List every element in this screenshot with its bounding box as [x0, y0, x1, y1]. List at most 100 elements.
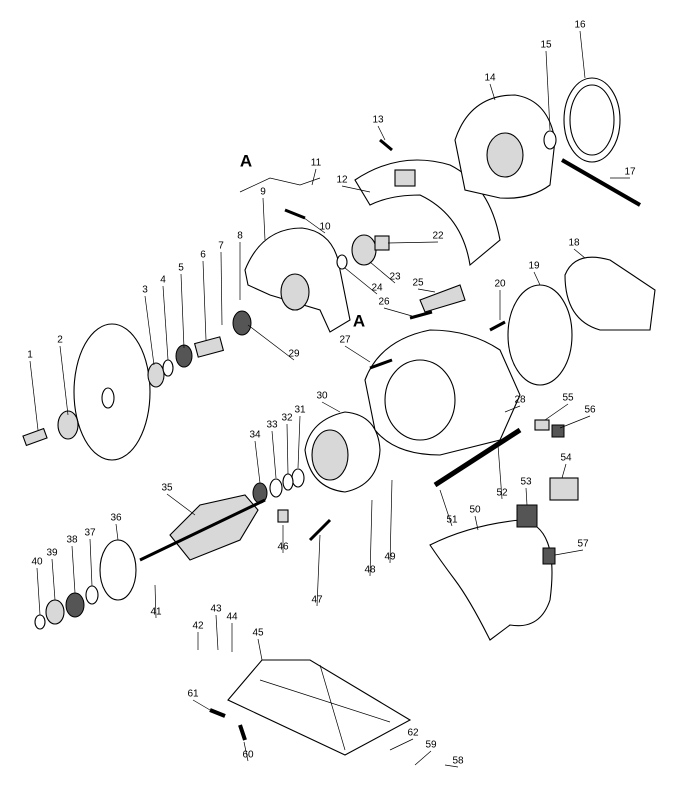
part-number-label: 29 [288, 349, 300, 360]
leader-line [29, 360, 39, 431]
part-number-label: 8 [237, 231, 243, 242]
leader-line [297, 415, 301, 469]
part-number-label: 12 [336, 175, 348, 186]
part-number-label: 31 [294, 405, 306, 416]
part-number-label: 40 [31, 557, 43, 568]
part-number-label: 59 [425, 740, 437, 751]
leader-line [387, 241, 439, 244]
guard-hub [280, 273, 310, 311]
part-number-label: 37 [84, 528, 96, 539]
name-plate [419, 284, 466, 313]
part-number-label: 2 [57, 335, 63, 346]
base-plate [227, 659, 412, 756]
bearing-29 [232, 310, 252, 336]
ring-33 [269, 478, 283, 498]
part-number-label: 16 [574, 20, 586, 31]
washer-31 [291, 468, 305, 488]
part-number-label: 17 [624, 167, 636, 178]
housing-bore [486, 132, 524, 178]
bearing-38 [65, 592, 85, 618]
part-number-label: 18 [568, 238, 580, 249]
part-number-label: 7 [218, 241, 224, 252]
insulation-washer [85, 585, 99, 605]
inner-flange [147, 362, 165, 388]
leader-line [262, 197, 266, 241]
leader-line [215, 614, 219, 651]
leader-line [162, 285, 169, 361]
leader-line [414, 750, 432, 766]
leader-line [474, 515, 479, 531]
part-number-label: 20 [494, 279, 506, 290]
helical-gear [351, 234, 377, 266]
ring-24 [336, 254, 348, 270]
leader-line [389, 738, 414, 751]
leader-line [286, 423, 289, 475]
leader-line [166, 493, 196, 516]
armature [169, 494, 259, 561]
part-number-label: 42 [192, 621, 204, 632]
leader-line [192, 699, 211, 711]
leader-line [344, 267, 378, 295]
link [239, 177, 321, 193]
part-number-label: 24 [371, 283, 383, 294]
leader-line [180, 273, 185, 349]
bearing-22 [374, 235, 390, 251]
reference-mark: A [240, 151, 252, 170]
part-number-label: 3 [142, 285, 148, 296]
part-number-label: 14 [484, 73, 496, 84]
part-number-label: 62 [407, 728, 419, 739]
leader-line [344, 345, 371, 363]
leader-line [202, 260, 207, 341]
screw-13 [379, 138, 393, 152]
o-ring [543, 130, 557, 150]
spindle [193, 336, 225, 358]
part-number-label: 4 [160, 275, 166, 286]
leader-line [71, 545, 76, 594]
part-number-label: 27 [339, 335, 351, 346]
part-number-label: 19 [528, 261, 540, 272]
leader-line [383, 307, 413, 317]
leader-line [254, 440, 261, 484]
part-number-label: 57 [577, 539, 589, 550]
part-number-label: 60 [242, 750, 254, 761]
hex-bolt [22, 427, 48, 447]
part-number-label: 30 [316, 391, 328, 402]
leader-line [51, 558, 56, 601]
leader-line [497, 444, 503, 500]
leader-line [59, 345, 69, 416]
part-number-label: 6 [200, 250, 206, 261]
leader-line [299, 214, 326, 234]
leader-line [533, 271, 541, 286]
leader-line [559, 415, 591, 429]
leader-line [389, 479, 393, 564]
ring [162, 359, 174, 377]
base-plate-rib [259, 664, 391, 751]
bearing-box [45, 599, 65, 625]
screw-26 [409, 310, 433, 320]
part-number-label: 5 [178, 263, 184, 274]
screw-20 [489, 320, 506, 332]
cover-bracket [394, 169, 416, 187]
part-number-label: 39 [46, 548, 58, 559]
leader-line [36, 567, 41, 616]
strain-relief [542, 547, 556, 565]
bolt-60 [238, 724, 247, 741]
leader-line [417, 288, 436, 293]
part-number-label: 55 [562, 393, 574, 404]
part-number-label: 47 [311, 595, 323, 606]
part-number-label: 50 [469, 505, 481, 516]
part-number-label: 45 [252, 628, 264, 639]
leader-line [257, 638, 263, 661]
switch-53 [516, 504, 538, 528]
cap-56 [551, 424, 565, 438]
leader-line [554, 549, 584, 556]
leader-line [579, 30, 586, 79]
armature-shaft [139, 498, 266, 562]
part-shapes [22, 77, 656, 756]
rod [561, 158, 641, 207]
part-number-label: 35 [161, 483, 173, 494]
leader-line [377, 125, 386, 141]
